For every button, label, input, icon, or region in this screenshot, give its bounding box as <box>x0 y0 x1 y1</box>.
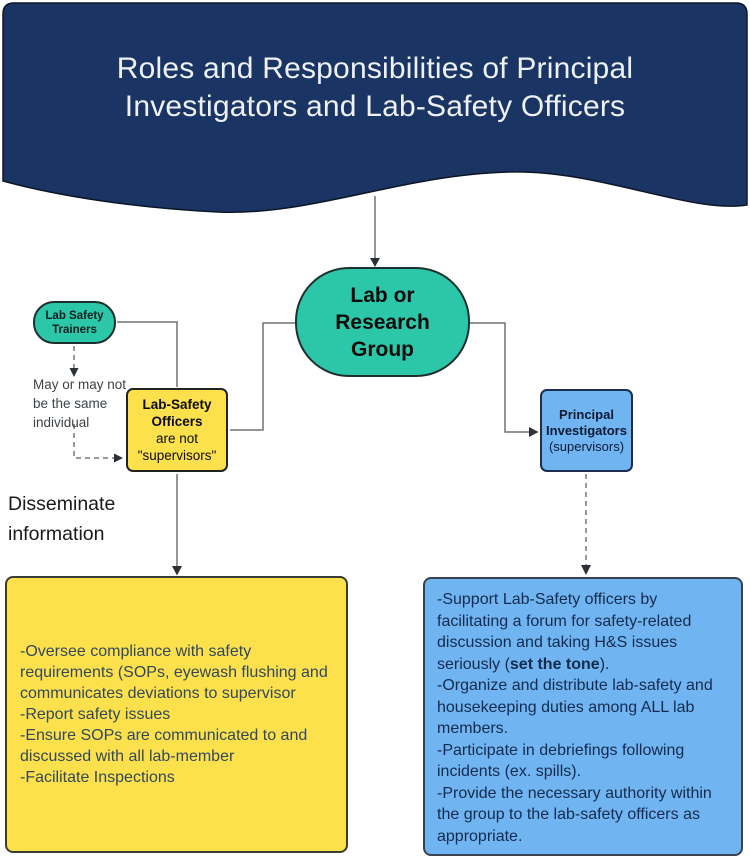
blue-duty-item: -Participate in debriefings following in… <box>437 741 685 781</box>
note-line: individual <box>33 415 90 430</box>
note-same-individual: May or may not be the same individual <box>33 375 145 432</box>
node-lab-or-research-group: Lab or Research Group <box>295 267 470 377</box>
panel-lab-safety-officer-duties: -Oversee compliance with safety requirem… <box>5 576 348 853</box>
trainers-line: Lab Safety <box>45 309 104 322</box>
node-lab-safety-trainers: Lab Safety Trainers <box>33 301 116 344</box>
lab-group-line: Lab or <box>350 283 415 307</box>
officers-line: "supervisors" <box>137 448 217 463</box>
lab-group-line: Research <box>335 310 430 334</box>
disseminate-line: Disseminate <box>8 493 116 515</box>
blue-duty-item: -Provide the necessary authority within … <box>437 784 712 845</box>
header-banner-shape <box>2 2 748 214</box>
node-lab-safety-officers: Lab-Safety Officers are not "supervisors… <box>126 388 228 472</box>
node-principal-investigators: Principal Investigators (supervisors) <box>540 389 633 472</box>
disseminate-line: information <box>8 523 105 545</box>
trainers-line: Trainers <box>52 323 97 336</box>
panel-principal-investigator-duties: -Support Lab-Safety officers by facilita… <box>423 577 743 856</box>
pi-line: Principal <box>559 406 614 422</box>
pi-line: (supervisors) <box>548 438 625 454</box>
lab-group-line: Group <box>351 337 414 361</box>
yellow-duty-item: -Oversee compliance with safety requirem… <box>20 643 328 702</box>
blue-duty-bold-text: set the tone <box>509 655 600 673</box>
yellow-duty-item: -Report safety issues <box>20 706 171 723</box>
page-title: Roles and Responsibilities of Principal … <box>0 50 750 126</box>
blue-duty-item: -Support Lab-Safety officers by facilita… <box>437 589 729 675</box>
blue-duty-text: ). <box>599 655 610 673</box>
yellow-duty-item: -Ensure SOPs are communicated to and dis… <box>20 727 308 765</box>
label-disseminate-information: Disseminate information <box>8 489 168 549</box>
pi-line: Investigators <box>546 422 627 438</box>
officers-line: are not <box>155 431 199 446</box>
note-line: be the same <box>33 396 108 411</box>
page-title-line1: Roles and Responsibilities of Principal <box>116 52 634 85</box>
officers-line: Lab-Safety <box>142 397 212 412</box>
officers-line: Officers <box>151 414 203 429</box>
blue-duty-text: -Support Lab-Safety officers by facilita… <box>437 591 692 673</box>
blue-duty-item: -Organize and distribute lab-safety and … <box>437 677 713 737</box>
page-title-line2: Investigators and Lab-Safety Officers <box>124 90 626 123</box>
note-line: May or may not <box>33 377 127 392</box>
yellow-duty-item: -Facilitate Inspections <box>20 769 175 786</box>
